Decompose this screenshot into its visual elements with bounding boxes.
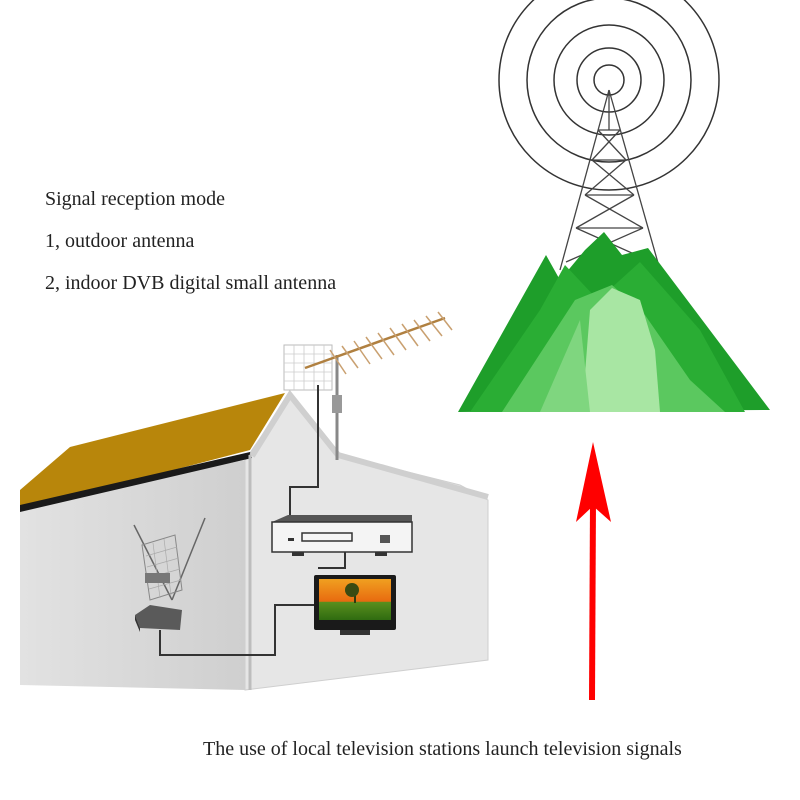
set-top-box-icon — [271, 515, 413, 556]
footer-caption: The use of local television stations lau… — [203, 738, 682, 760]
indoor-antenna-icon — [133, 517, 206, 632]
mode-title: Signal reception mode — [45, 188, 225, 210]
antenna-cable — [159, 385, 346, 656]
up-arrow-icon — [576, 442, 611, 701]
yagi-antenna-icon — [283, 311, 453, 460]
house-icon — [20, 389, 489, 691]
tv-icon — [314, 575, 396, 635]
mode-option-outdoor: 1, outdoor antenna — [45, 230, 195, 252]
mode-option-indoor: 2, indoor DVB digital small antenna — [45, 272, 337, 294]
mountain-icon — [458, 232, 770, 412]
broadcast-tower-icon — [498, 0, 720, 271]
